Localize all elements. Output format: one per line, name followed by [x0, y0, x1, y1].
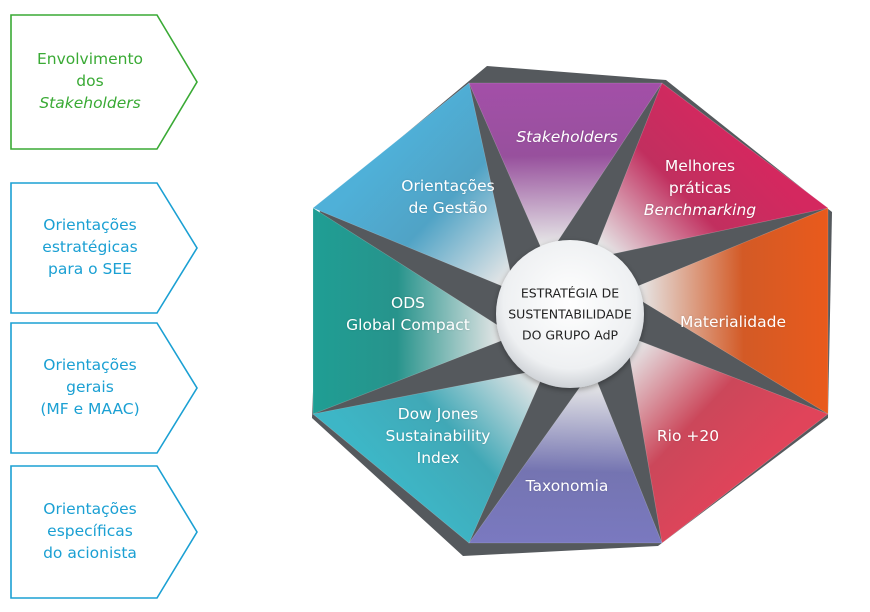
segment-label-management: Orientações de Gestão — [401, 177, 495, 217]
chevron-shape — [10, 182, 198, 314]
segment-label-dow-jones: Dow Jones Sustainability Index — [385, 405, 491, 467]
segment-label-rio20: Rio +20 — [656, 427, 720, 445]
input-box-stakeholders: Envolvimento dos Stakeholders — [10, 14, 200, 150]
chevron-shape — [10, 465, 198, 599]
input-label: Orientações gerais (MF e MAAC) — [40, 356, 140, 418]
input-box-strategic-guidelines: Orientações estratégicas para o SEE — [10, 182, 200, 314]
wheel-segments — [312, 82, 829, 544]
segment-label-best-practices: Melhores práticas Benchmarking — [643, 157, 757, 219]
segment-label-materiality: Materialidade — [680, 313, 786, 331]
wheel-segment — [468, 82, 663, 260]
segment-label-taxonomy: Taxonomia — [525, 477, 609, 495]
wheel-segment — [625, 335, 829, 544]
stakeholder-inputs-panel: Envolvimento dos Stakeholders Orientaçõe… — [0, 0, 210, 612]
segment-label-ods: ODS Global Compact — [346, 294, 470, 334]
hub-circle — [496, 240, 644, 388]
wheel-segment — [312, 207, 515, 415]
input-label: Orientações específicas do acionista — [43, 500, 137, 562]
wheel-segment — [468, 369, 663, 544]
chevron-shape — [10, 14, 198, 150]
wheel-segment — [312, 368, 547, 544]
chevron-shape — [10, 322, 198, 454]
input-box-shareholder-guidelines: Orientações específicas do acionista — [10, 465, 200, 599]
hub-title: ESTRATÉGIA DE SUSTENTABILIDADE DO GRUPO … — [508, 285, 632, 343]
input-box-general-guidelines: Orientações gerais (MF e MAAC) — [10, 322, 200, 454]
input-label: Envolvimento dos Stakeholders — [36, 50, 144, 112]
input-label: Orientações estratégicas para o SEE — [42, 216, 138, 278]
segment-label-stakeholders: Stakeholders — [516, 128, 618, 146]
wheel-segment — [591, 82, 829, 259]
wheel-segment — [312, 82, 515, 292]
wheel-segment — [624, 207, 829, 415]
